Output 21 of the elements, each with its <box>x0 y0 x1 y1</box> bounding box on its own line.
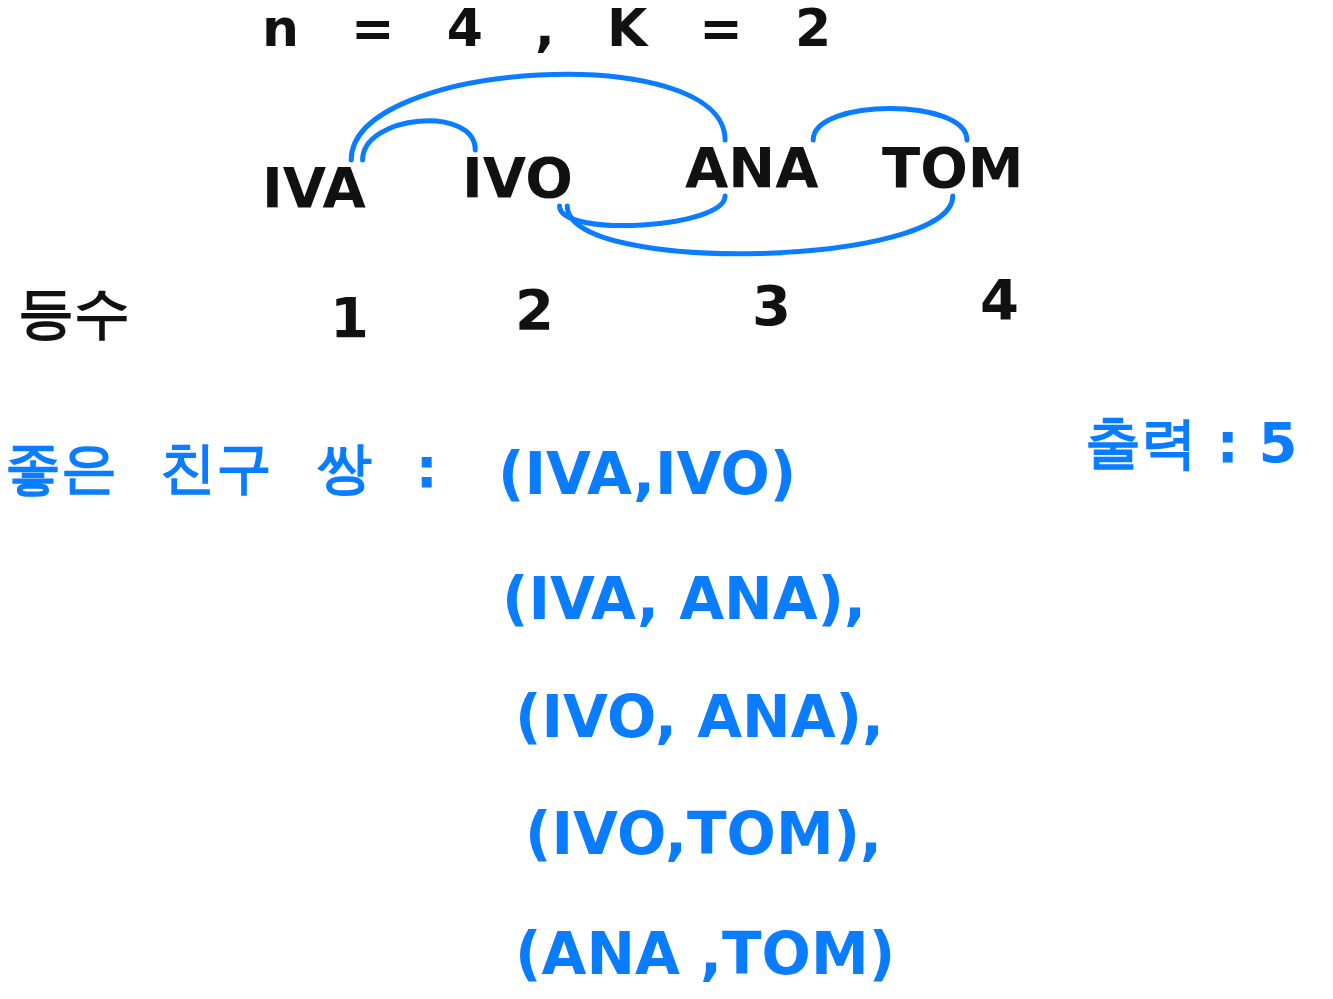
person-name: ANA <box>685 140 819 196</box>
pair-text: (IVO,TOM), <box>525 805 883 863</box>
connector-arc <box>348 72 728 163</box>
output-text: 출력 : 5 <box>1085 415 1298 471</box>
pair-text: (ANA ,TOM) <box>515 925 896 983</box>
connector-arc <box>810 106 970 143</box>
rank-number: 4 <box>980 272 1019 328</box>
connector-arc <box>557 193 728 229</box>
pair-text: (IVA, ANA), <box>502 570 867 628</box>
person-name: TOM <box>882 140 1024 196</box>
connector-arc <box>564 193 956 256</box>
rank-number: 1 <box>330 290 369 346</box>
rank-number: 3 <box>752 278 791 334</box>
person-name: IVA <box>262 160 366 216</box>
person-name: IVO <box>462 150 573 206</box>
pair-text: (IVO, ANA), <box>515 688 885 746</box>
pairs-heading: 좋은 친구 쌍 : <box>5 440 438 496</box>
rank-number: 2 <box>515 282 554 338</box>
row-heading: 등수 <box>18 285 130 341</box>
title: n = 4 , K = 2 <box>262 2 832 54</box>
pair-text: (IVA,IVO) <box>498 445 797 503</box>
